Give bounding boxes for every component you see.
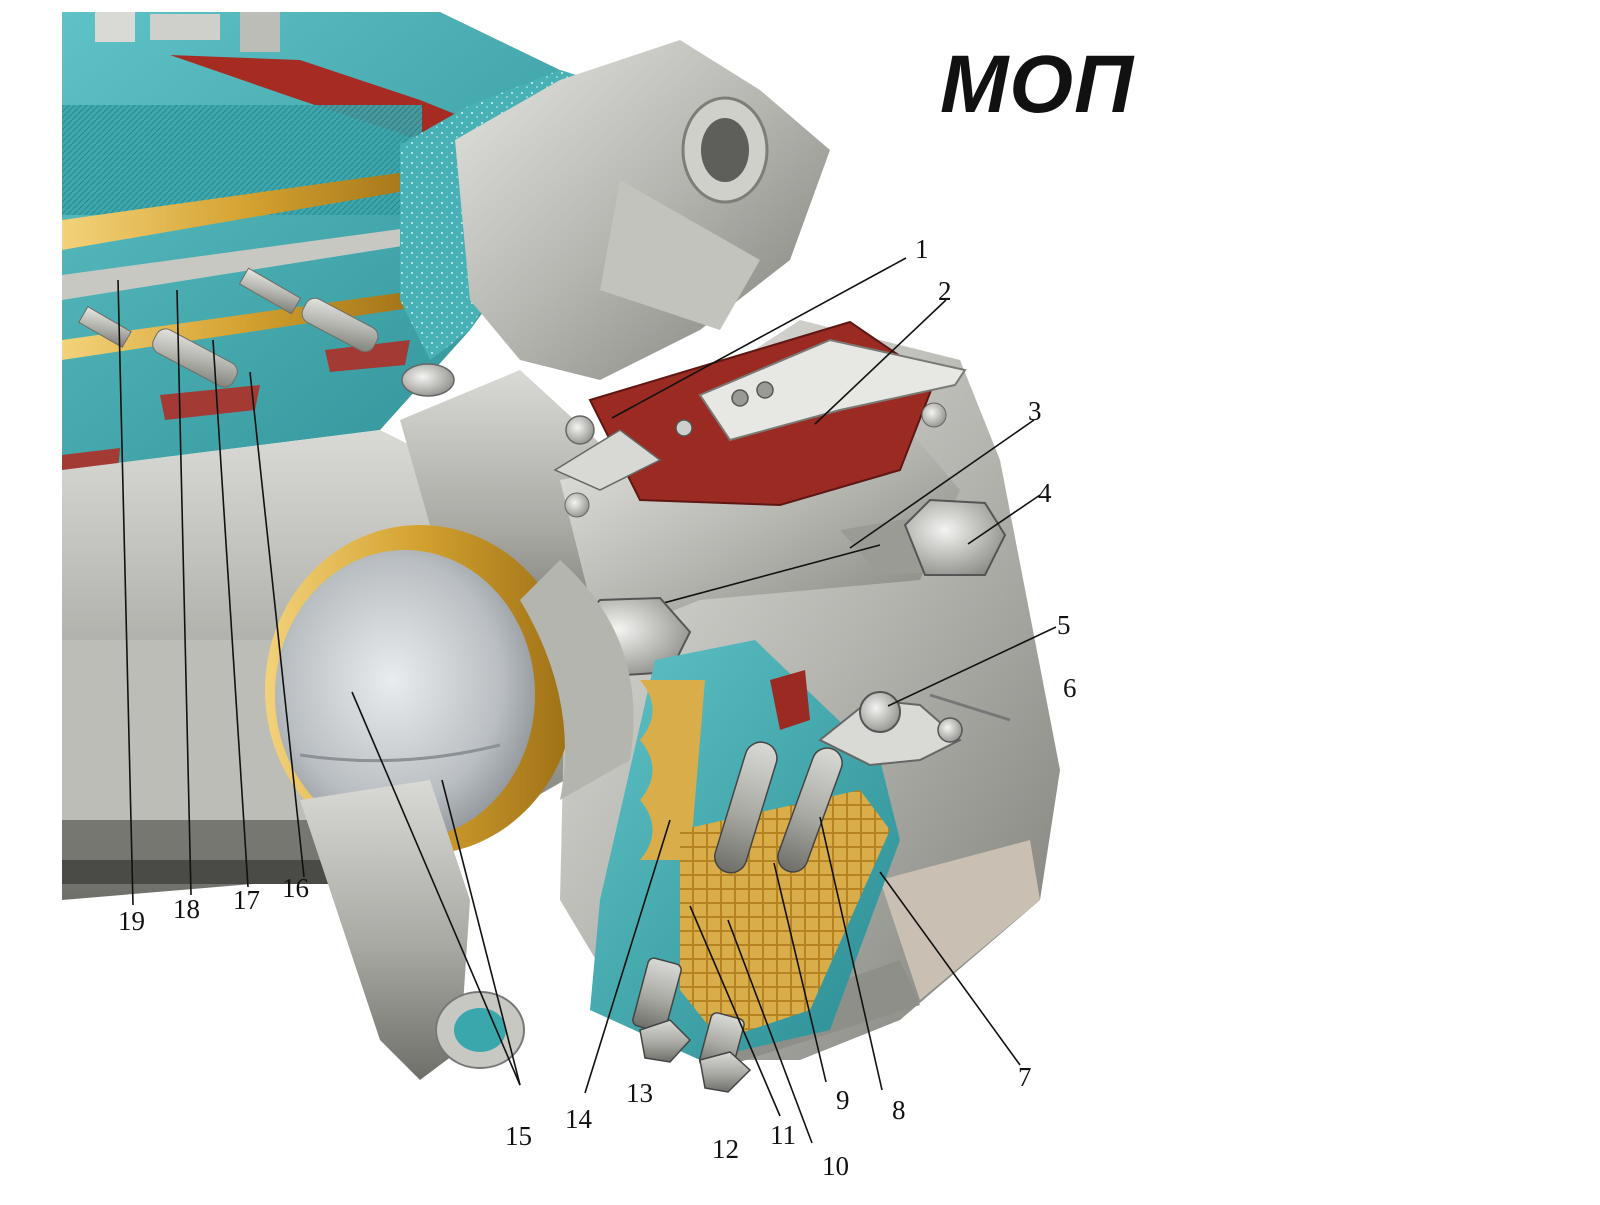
page-title: МОП <box>940 39 1135 130</box>
callout-16: 16 <box>282 873 309 903</box>
callout-9: 9 <box>836 1085 850 1115</box>
brake-shoe-section <box>590 640 900 1093</box>
callout-labels: 1 2 3 4 5 6 7 8 9 10 11 12 13 14 15 16 1… <box>118 234 1077 1181</box>
support-foot <box>300 780 525 1080</box>
callout-14: 14 <box>565 1104 593 1134</box>
insulating-plate <box>553 320 967 507</box>
callout-10: 10 <box>822 1151 849 1181</box>
callout-11: 11 <box>770 1120 796 1150</box>
callout-3: 3 <box>1028 396 1042 426</box>
callout-8: 8 <box>892 1095 906 1125</box>
callout-5: 5 <box>1057 610 1071 640</box>
callout-15: 15 <box>505 1121 532 1151</box>
callout-2: 2 <box>938 276 952 306</box>
callout-19: 19 <box>118 906 145 936</box>
callout-4: 4 <box>1038 478 1052 508</box>
callout-1: 1 <box>915 234 929 264</box>
callout-13: 13 <box>626 1078 653 1108</box>
latch <box>818 691 1011 767</box>
callout-18: 18 <box>173 894 200 924</box>
leader-lines <box>117 257 1057 1144</box>
bearing-bore <box>265 525 634 855</box>
callout-17: 17 <box>233 885 260 915</box>
top-casting <box>455 40 830 380</box>
callout-6: 6 <box>1063 673 1077 703</box>
callout-12: 12 <box>712 1134 739 1164</box>
callout-7: 7 <box>1018 1062 1032 1092</box>
